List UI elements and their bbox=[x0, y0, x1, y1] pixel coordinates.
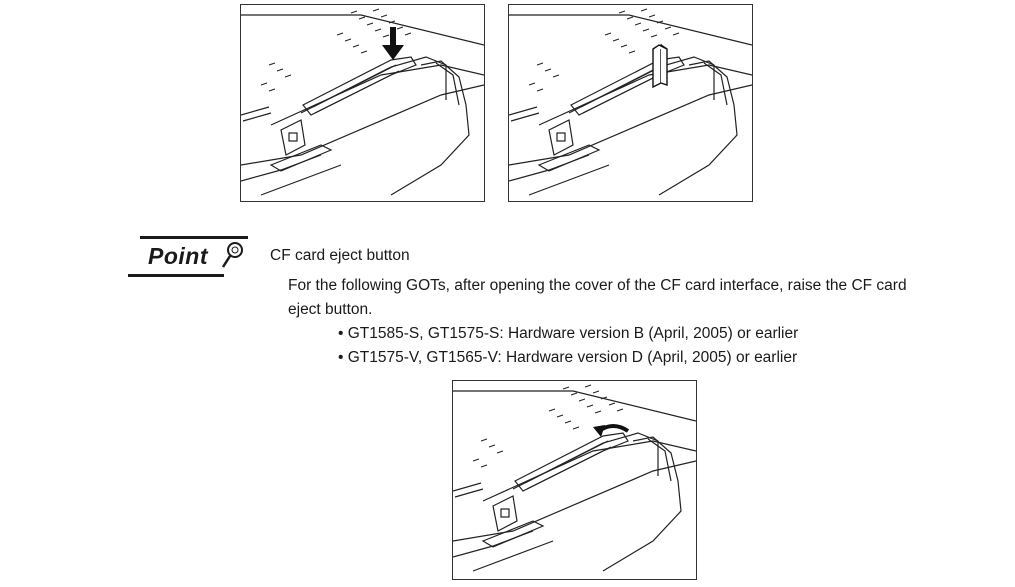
point-rule-top bbox=[140, 236, 248, 239]
point-badge: Point bbox=[128, 236, 250, 280]
figure-button-raised bbox=[508, 4, 753, 202]
magnifier-icon bbox=[221, 242, 243, 268]
list-item: GT1575-V, GT1565-V: Hardware version D (… bbox=[338, 346, 798, 370]
model-list: GT1585-S, GT1575-S: Hardware version B (… bbox=[338, 322, 799, 370]
list-item: GT1585-S, GT1575-S: Hardware version B (… bbox=[338, 322, 799, 346]
eject-button-raised-icon bbox=[652, 43, 668, 89]
got-illustration bbox=[453, 384, 696, 572]
figure-raise-button bbox=[452, 380, 697, 580]
point-rule-bottom bbox=[128, 274, 224, 277]
section-title: CF card eject button bbox=[270, 247, 410, 264]
point-label: Point bbox=[148, 243, 208, 269]
got-illustration bbox=[241, 8, 484, 196]
section-paragraph: For the following GOTs, after opening th… bbox=[288, 277, 907, 318]
got-illustration bbox=[509, 8, 752, 196]
curved-arrow-icon bbox=[593, 424, 630, 437]
arrow-down-icon bbox=[382, 27, 404, 60]
figure-press-down bbox=[240, 4, 485, 202]
